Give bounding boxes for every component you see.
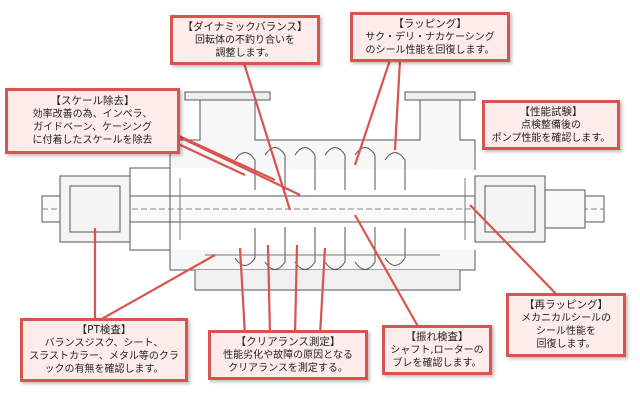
callout-body: 効率改善の為、インペラ、 ガイドベーン、ケーシング に付着したスケールを除去 (32, 109, 153, 146)
pointer-lapping-b (393, 59, 402, 151)
callout-relapping: 【再ラッピング】 メカニカルシールの シール性能を 回復します。 (506, 293, 626, 357)
pointer-vibration (354, 214, 421, 331)
callout-body: シャフト,ローターの ブレを確認します。 (390, 344, 484, 369)
callout-title: 【ラッピング】 (393, 17, 467, 30)
pointer-relapping (469, 204, 561, 299)
casing-lower (169, 250, 476, 271)
callout-title: 【再ラッピング】 (524, 299, 608, 311)
callout-body: サク・デリ・ナカケーシング のシール性能を回復します。 (365, 31, 495, 56)
casing-top-flange (184, 91, 271, 101)
callout-performance-test: 【性能試験】 点検整備後の ポンプ性能を確認します。 (482, 100, 620, 150)
pointer-lapping-a (353, 59, 392, 166)
pointer-clearance-d (318, 247, 327, 336)
pointer-clearance-c (293, 244, 299, 336)
callout-lapping: 【ラッピング】 サク・デリ・ナカケーシング のシール性能を回復します。 (350, 12, 510, 62)
pump-drawing (41, 91, 605, 291)
callout-body: 回転体の不釣り合いを 調整します。 (195, 34, 295, 59)
callout-body: バランスジスク、シート、 スラストカラー、メタル等のクラ ックの有無を確認します… (29, 338, 179, 375)
callout-title: 【振れ検査】 (405, 330, 469, 343)
callout-body: 点検整備後の ポンプ性能を確認します。 (491, 119, 611, 144)
callout-title: 【クリアランス測定】 (235, 335, 341, 348)
callout-dynamic-balance: 【ダイナミックバランス】 回転体の不釣り合いを 調整します。 (170, 15, 320, 65)
callout-body: メカニカルシールの シール性能を 回復します。 (521, 313, 611, 350)
callout-body: 性能劣化や故障の原因となる クリアランスを測定する。 (223, 349, 353, 374)
pointer-dynamic-balance (241, 59, 292, 211)
casing-right-flange (404, 91, 476, 101)
callout-title: 【スケール除去】 (50, 95, 135, 107)
pointer-clearance-a (238, 247, 247, 336)
pointer-clearance-b (266, 244, 272, 336)
callout-pt-inspection: 【PT検査】 バランスジスク、シート、 スラストカラー、メタル等のクラ ックの有… (20, 318, 188, 382)
callout-vibration: 【振れ検査】 シャフト,ローターの ブレを確認します。 (382, 325, 492, 375)
pointer-pt-b (99, 254, 216, 321)
pointer-scale-c (174, 134, 301, 196)
right-bearing-housing (474, 175, 546, 243)
callout-clearance: 【クリアランス測定】 性能劣化や故障の原因となる クリアランスを測定する。 (208, 330, 368, 380)
callout-title: 【PT検査】 (76, 324, 132, 336)
callout-title: 【ダイナミックバランス】 (182, 20, 308, 33)
callout-scale-removal: 【スケール除去】 効率改善の為、インペラ、 ガイドベーン、ケーシング に付着した… (5, 88, 180, 154)
pump-feet (194, 270, 461, 291)
casing-bolts (179, 178, 466, 256)
callout-title: 【性能試験】 (519, 105, 583, 118)
casing-upper (169, 99, 476, 170)
